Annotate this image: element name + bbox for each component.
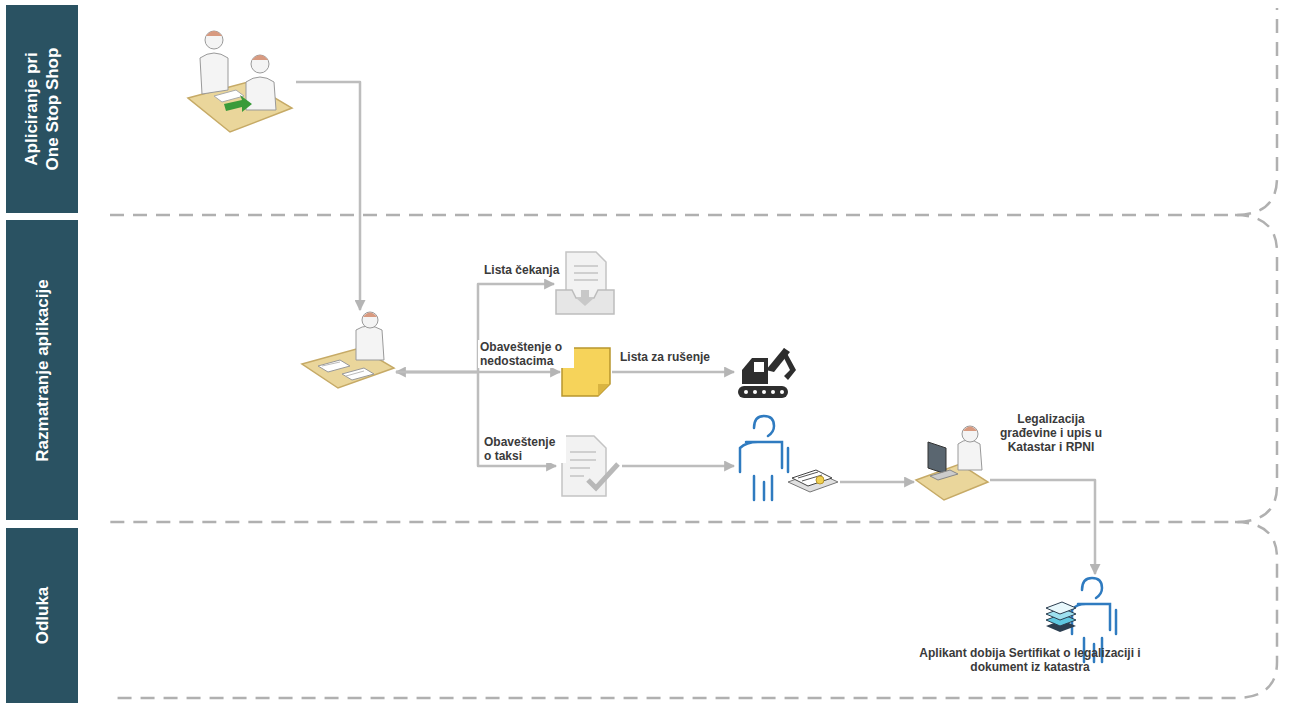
drawing-part: [754, 416, 774, 436]
service-desk-icon: [184, 24, 296, 142]
drawing-part: [962, 426, 978, 442]
demolition-icon: [734, 340, 800, 402]
drawing-part: [588, 464, 618, 488]
service-desk-icon: [184, 24, 296, 146]
flow-connector: [840, 481, 914, 484]
reviewer-icon: [300, 310, 396, 406]
drawing-part: [782, 348, 796, 380]
drawing-part: [744, 390, 748, 394]
drawing-part: [963, 427, 977, 432]
demolition-icon: [734, 340, 800, 406]
swim-lane: Apliciranje pri One Stop Shop: [0, 5, 1294, 213]
flow-connector: [622, 465, 734, 468]
drawing-part: [744, 390, 784, 394]
lane-header: Odluka: [6, 528, 78, 703]
drawing-part: [740, 416, 788, 500]
drawing-part: [224, 95, 252, 112]
drawing-part: [958, 440, 982, 470]
drawing-part: [928, 442, 946, 474]
lane-border: [110, 522, 1277, 698]
drawing-part: [342, 368, 374, 380]
drawing-part: [356, 326, 384, 360]
drawing-part: [598, 384, 610, 396]
drawing-part: [214, 90, 244, 102]
drawing-part: [1046, 602, 1076, 614]
waiting-list-icon: [554, 250, 616, 320]
drawing-part: [251, 55, 269, 73]
connector-label: Obaveštenje o taksi: [482, 435, 566, 463]
drawing-part: [742, 358, 768, 384]
drawing-part: [362, 312, 378, 328]
drawing-part: [734, 412, 840, 504]
applicant-icon: Aplikant dobija Sertifikat o legalizacij…: [1044, 574, 1122, 666]
step-label: Legalizacija građevine i upis u Katastar…: [992, 412, 1110, 454]
drawing-part: [363, 313, 377, 318]
swim-lane: Razmatranje aplikacijeLegalizacija građe…: [0, 220, 1294, 520]
connector-label: Obaveštenje o nedostacima: [478, 340, 574, 368]
swim-lane: OdlukaAplikant dobija Sertifikat o legal…: [0, 528, 1294, 703]
node-caption: Aplikant dobija Sertifikat o legalizacij…: [916, 646, 1144, 674]
lane-title: Razmatranje aplikacije: [32, 230, 53, 510]
lane-border: [110, 215, 1277, 522]
drawing-part: [792, 470, 832, 486]
drawing-part: [914, 424, 990, 506]
drawing-part: [740, 442, 788, 500]
node-caption: Legalizacija građevine i upis u Katastar…: [992, 412, 1110, 454]
drawing-part: [252, 55, 268, 60]
lane-title: Odluka: [32, 538, 53, 693]
drawing-part: [930, 470, 958, 480]
registry-desk-icon: [914, 424, 990, 510]
drawing-part: [771, 390, 775, 394]
drawing-part: [554, 250, 616, 316]
drawing-part: [206, 31, 222, 36]
flow-connector: [990, 480, 1095, 574]
drawing-part: [762, 390, 766, 394]
flow-connector: [296, 82, 360, 310]
drawing-part: [780, 390, 784, 394]
drawing-part: [556, 290, 614, 314]
drawing-part: [570, 452, 596, 476]
drawing-part: [753, 390, 757, 394]
drawing-part: [200, 53, 228, 94]
drawing-part: [184, 24, 296, 142]
drawing-part: [300, 310, 396, 402]
connector-label: Lista čekanja: [482, 263, 561, 277]
drawing-part: [110, 8, 1277, 698]
reviewer-icon: [300, 310, 396, 402]
connector-label: Lista za rušenje: [618, 350, 712, 364]
drawing-part: [205, 31, 223, 49]
drawing-part: [738, 386, 788, 398]
lane-title: Apliciranje pri One Stop Shop: [21, 34, 63, 184]
registry-desk-icon: Legalizacija građevine i upis u Katastar…: [914, 424, 990, 506]
waiting-list-icon: [554, 250, 616, 316]
drawing-part: [816, 476, 824, 484]
applicant-icon: [734, 412, 840, 504]
flow-connector: [612, 371, 734, 374]
step-label: Aplikant dobija Sertifikat o legalizacij…: [916, 646, 1144, 674]
drawing-part: [576, 290, 594, 306]
drawing-part: [754, 362, 764, 372]
drawing-part: [322, 362, 364, 376]
applicant-icon: [734, 412, 840, 508]
drawing-part: [574, 266, 598, 280]
drawing-part: [1082, 578, 1102, 598]
lane-border: [110, 8, 1277, 215]
drawing-part: [734, 340, 800, 402]
lane-header: Razmatranje aplikacije: [6, 220, 78, 520]
lane-header: Apliciranje pri One Stop Shop: [6, 5, 78, 213]
